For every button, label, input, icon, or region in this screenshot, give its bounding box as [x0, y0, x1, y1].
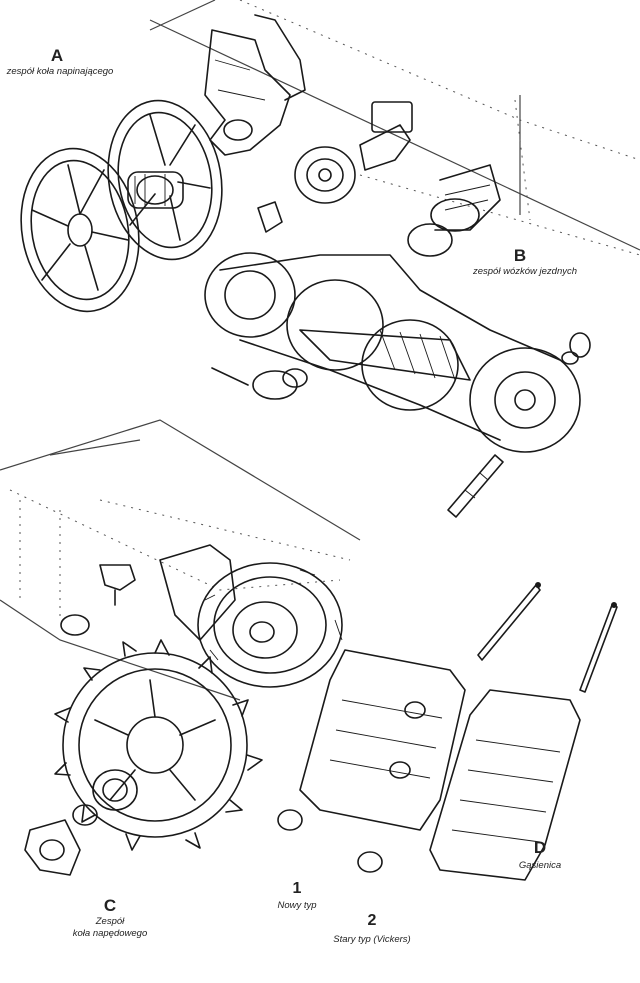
idler-cap: [257, 201, 283, 233]
group-b-letter: B: [513, 246, 527, 265]
idler-wheel-outer: [20, 147, 140, 313]
bogie-fittings: [211, 332, 591, 518]
track-new-number: 1: [292, 880, 302, 897]
drive-hub: [24, 769, 138, 876]
track-old-caption: Stary typ (Vickers): [333, 934, 411, 945]
bogie-body: [204, 252, 581, 453]
group-d-caption: Gąsienica: [518, 860, 562, 871]
group-d-letter: D: [533, 838, 547, 857]
group-a-caption: zespół koła napinającego: [6, 66, 114, 77]
idler-hub: [127, 171, 184, 209]
group-a-letter: A: [50, 46, 64, 65]
mount-parts: [60, 544, 236, 641]
track-old-type: [357, 602, 618, 881]
bogie-bearing-housing: [294, 101, 413, 204]
group-c-caption-line1: Zespół: [95, 916, 125, 927]
bogie-spring-pack: [407, 164, 501, 257]
group-b-caption: zespół wózków jezdnych: [472, 266, 578, 277]
hull-panel-lower: [0, 419, 361, 701]
track-new-type: [277, 582, 541, 831]
track-new-caption: Nowy typ: [277, 900, 317, 911]
hull-panel-upper: [149, 0, 640, 256]
track-old-number: 2: [367, 912, 377, 929]
group-c-caption-line2: koła napędowego: [72, 928, 148, 939]
idler-wheel-inner: [107, 99, 223, 261]
drive-sprocket: [54, 639, 263, 851]
group-c-letter: C: [103, 896, 117, 915]
road-wheel: [197, 562, 343, 688]
idler-bracket: [204, 14, 306, 156]
